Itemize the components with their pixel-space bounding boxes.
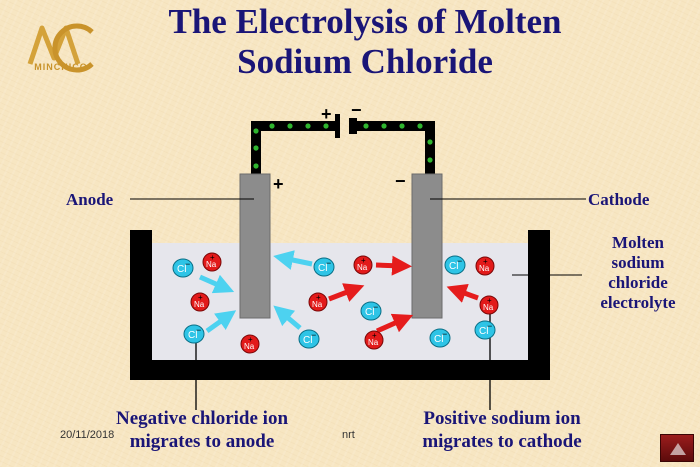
triangle-icon [670, 443, 686, 455]
svg-text:−: − [457, 256, 462, 266]
svg-text:+: + [248, 335, 253, 344]
svg-text:Na: Na [483, 303, 494, 312]
anode-sign: + [273, 174, 284, 194]
chloride-ion: Cl − [313, 257, 335, 277]
chloride-ion: Cl − [429, 328, 451, 348]
svg-text:+: + [198, 293, 203, 302]
cathode-electrode [411, 173, 443, 319]
svg-text:+: + [316, 293, 321, 302]
chloride-caption-line: migrates to anode [129, 431, 275, 452]
svg-text:Na: Na [194, 300, 205, 309]
svg-text:Cl: Cl [479, 326, 488, 337]
circuit-wire [251, 121, 435, 174]
chloride-ion: Cl − [172, 258, 194, 278]
sodium-ion: Na + [202, 252, 222, 272]
svg-text:−: − [442, 329, 447, 339]
svg-text:Cl: Cl [188, 330, 197, 341]
sodium-ion: Na + [190, 292, 210, 312]
electrolyte-label: Molten sodium chloride electrolyte [583, 233, 693, 313]
svg-text:Cl: Cl [449, 261, 458, 272]
svg-text:Na: Na [244, 342, 255, 351]
slide-nav-button[interactable] [660, 434, 694, 462]
electrolyte-label-line: Molten [612, 233, 664, 252]
svg-text:+: + [487, 296, 492, 305]
minchico-logo [27, 23, 94, 73]
sodium-ion: Na + [364, 330, 384, 350]
svg-text:Na: Na [368, 338, 379, 347]
svg-text:+: + [361, 256, 366, 265]
svg-text:−: − [326, 258, 331, 268]
svg-text:Cl: Cl [365, 307, 374, 318]
chloride-caption: Negative chloride ion migrates to anode [82, 407, 322, 453]
sodium-arrows [328, 255, 479, 334]
anode-label: Anode [66, 190, 114, 209]
svg-text:+: + [483, 257, 488, 266]
sodium-ions: Na + Na + Na + Na + Na + Na + [190, 252, 499, 354]
sodium-caption-line: Positive sodium ion [423, 408, 581, 429]
battery-plus: + [321, 104, 332, 124]
anode-electrode [239, 173, 271, 319]
sodium-ion: Na + [475, 256, 495, 276]
svg-text:−: − [373, 302, 378, 312]
electrolyte-label-line: sodium [611, 253, 665, 272]
page-title: The Electrolysis of Molten Sodium Chlori… [85, 2, 645, 82]
chloride-ion: Cl − [444, 255, 466, 275]
sodium-ion: Na + [353, 255, 373, 275]
chloride-ion: Cl − [298, 329, 320, 349]
chloride-ion: Cl − [474, 320, 496, 340]
electrolyte-label-line: chloride [608, 273, 668, 292]
cathode-label: Cathode [588, 190, 650, 209]
chloride-caption-line: Negative chloride ion [115, 408, 289, 429]
sodium-caption: Positive sodium ion migrates to cathode [392, 407, 612, 453]
sodium-ion: Na + [479, 295, 499, 315]
sodium-ion: Na + [308, 292, 328, 312]
svg-text:−: − [196, 325, 201, 335]
electrolyte-label-line: electrolyte [600, 293, 676, 312]
svg-text:−: − [487, 321, 492, 331]
logo-text: MINCHICO [34, 62, 88, 72]
svg-text:Na: Na [357, 263, 368, 272]
battery-minus: − [351, 100, 362, 120]
svg-text:Na: Na [206, 260, 217, 269]
svg-text:Cl: Cl [303, 335, 312, 346]
svg-text:Cl: Cl [318, 263, 327, 274]
footer-date: 20/11/2018 [60, 429, 115, 441]
chloride-ion: Cl − [183, 324, 205, 344]
footer-note: nrt [342, 429, 355, 441]
svg-text:Na: Na [312, 300, 323, 309]
svg-text:+: + [210, 253, 215, 262]
svg-text:−: − [185, 259, 190, 269]
title-line-2: Sodium Chloride [237, 42, 493, 81]
svg-text:Cl: Cl [434, 334, 443, 345]
svg-text:Na: Na [479, 264, 490, 273]
sodium-caption-line: migrates to cathode [422, 431, 582, 452]
battery: + − [321, 100, 362, 138]
svg-text:+: + [372, 331, 377, 340]
cathode-sign: − [395, 171, 406, 191]
svg-text:Cl: Cl [177, 264, 186, 275]
chloride-ion: Cl − [360, 301, 382, 321]
sodium-ion: Na + [240, 334, 260, 354]
title-line-1: The Electrolysis of Molten [168, 2, 562, 41]
chloride-ions: Cl − Cl − Cl − Cl − Cl − Cl − [172, 255, 496, 349]
chloride-arrows [198, 250, 313, 334]
svg-text:−: − [311, 330, 316, 340]
